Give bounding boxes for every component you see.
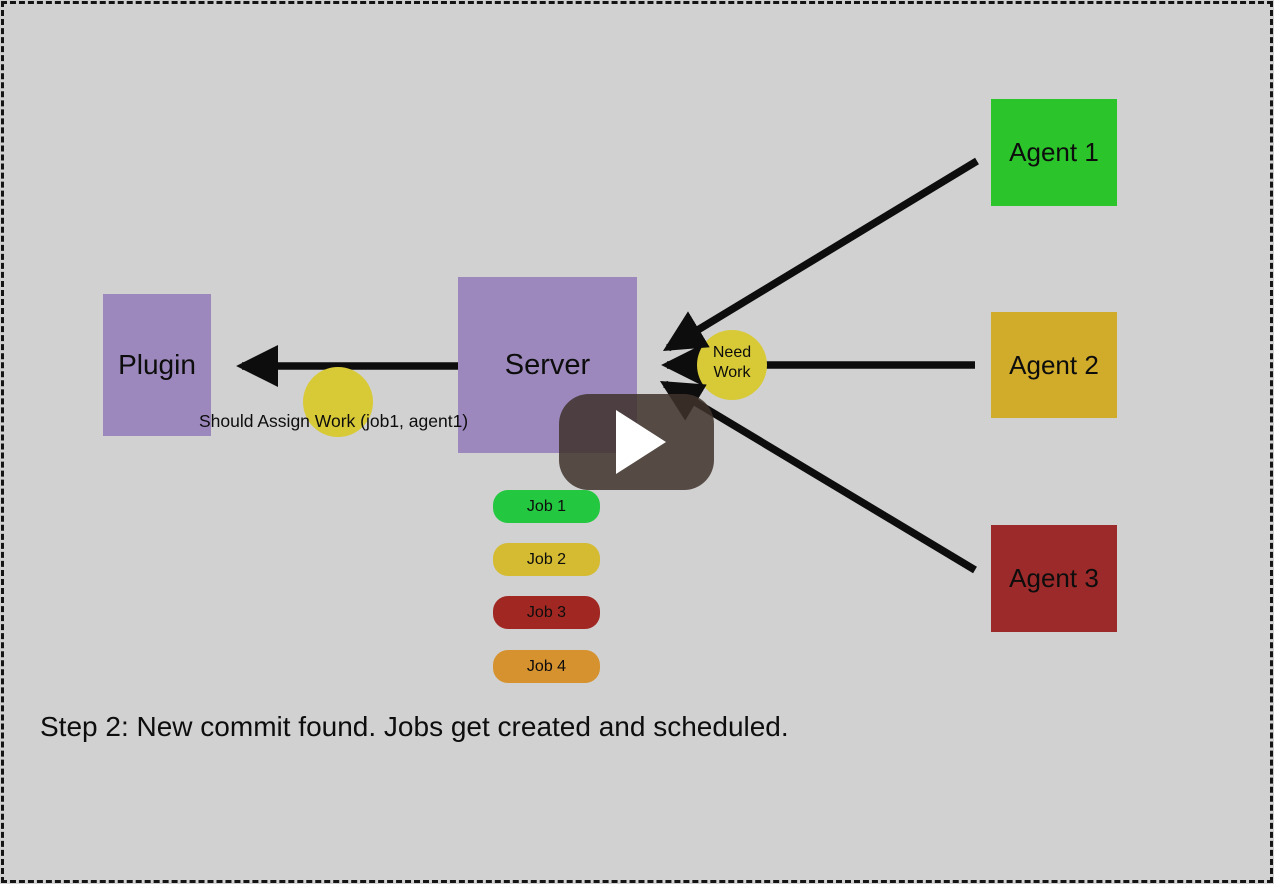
agent1-node: Agent 1 <box>991 99 1117 206</box>
job1-label: Job 1 <box>526 497 567 515</box>
agent1-node-label: Agent 1 <box>1009 137 1099 167</box>
agent3-node: Agent 3 <box>991 525 1117 632</box>
job3-label: Job 3 <box>526 603 567 621</box>
should-assign-work-label: Should Assign Work (job1, agent1) <box>199 411 469 431</box>
plugin-node-label: Plugin <box>118 349 196 380</box>
job2-label: Job 2 <box>526 550 567 568</box>
job4-label: Job 4 <box>526 657 567 675</box>
agent2-node-label: Agent 2 <box>1009 349 1099 380</box>
agent3-node-label: Agent 3 <box>1009 563 1099 593</box>
job4-pill: Job 4 <box>493 650 600 683</box>
job3-pill: Job 3 <box>493 596 600 629</box>
job1-pill: Job 1 <box>493 490 600 523</box>
need-work-label: Need Work <box>700 343 764 385</box>
need-work-line1: Need <box>712 344 752 361</box>
server-node-label: Server <box>504 348 591 381</box>
agent2-node: Agent 2 <box>991 312 1117 418</box>
play-button[interactable] <box>559 394 714 490</box>
need-work-line2: Work <box>713 364 751 381</box>
play-icon <box>615 410 666 474</box>
step-caption: Step 2: New commit found. Jobs get creat… <box>40 711 789 742</box>
job2-pill: Job 2 <box>493 543 600 576</box>
plugin-node: Plugin <box>103 294 211 436</box>
arrow-agent1-to-server <box>662 157 979 352</box>
